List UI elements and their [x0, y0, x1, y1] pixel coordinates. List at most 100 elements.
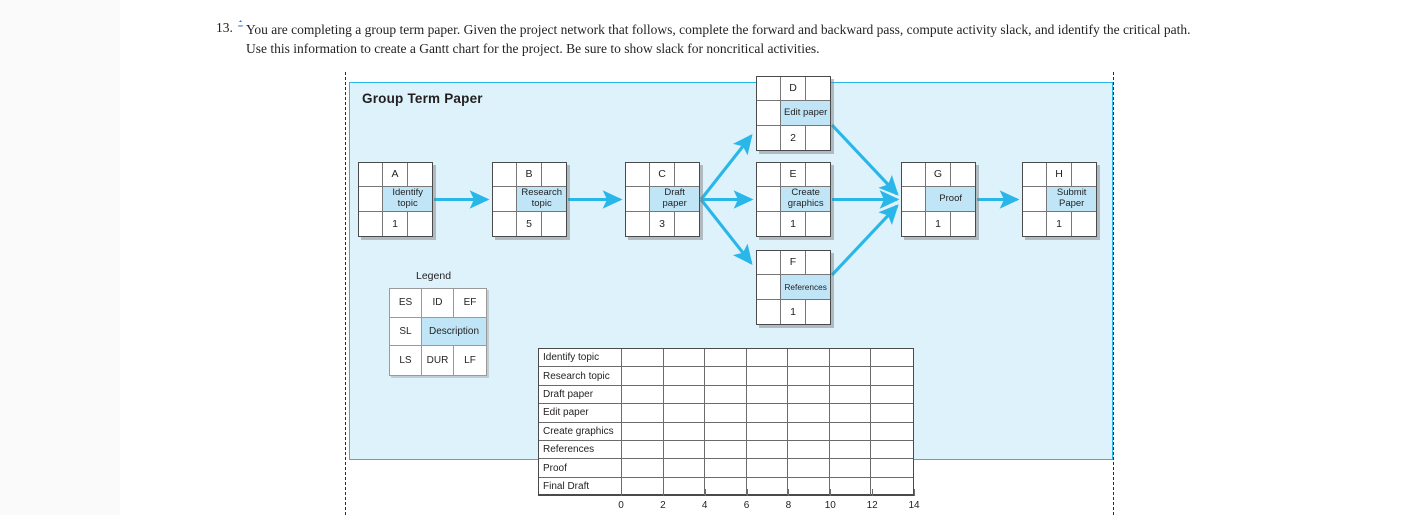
- activity-node-f[interactable]: F References 1: [756, 250, 831, 325]
- activity-node-e[interactable]: E Create graphics 1: [756, 162, 831, 237]
- gantt-cell[interactable]: [622, 385, 664, 405]
- question-number: 13.: [216, 20, 233, 35]
- node-a-id: A: [383, 163, 408, 188]
- gantt-cell[interactable]: [622, 367, 664, 386]
- gantt-cell[interactable]: [663, 349, 706, 368]
- gantt-row-label: Create graphics: [539, 422, 622, 441]
- gantt-cell[interactable]: [663, 385, 706, 405]
- node-d-dur: 2: [781, 125, 806, 150]
- gantt-cell[interactable]: [622, 404, 664, 423]
- node-h-dur: 1: [1047, 211, 1072, 236]
- node-d-es: [757, 77, 782, 102]
- node-c-ef: [674, 163, 699, 188]
- gantt-cell[interactable]: [829, 422, 872, 441]
- gantt-cell[interactable]: [622, 349, 664, 368]
- gantt-cell[interactable]: [622, 459, 664, 478]
- gantt-axis-tick: [872, 489, 874, 496]
- gantt-cell[interactable]: [871, 367, 913, 386]
- gantt-cell[interactable]: [871, 423, 913, 441]
- gantt-cell[interactable]: [705, 349, 747, 368]
- node-g-ef: [950, 163, 975, 188]
- gantt-row-label: Identify topic: [539, 349, 622, 368]
- gantt-cell[interactable]: [871, 459, 913, 478]
- gantt-cell[interactable]: [746, 404, 789, 423]
- gantt-cell[interactable]: [746, 349, 789, 368]
- gantt-axis-tick-label: 0: [618, 500, 624, 511]
- node-c-es: [626, 163, 651, 188]
- activity-node-g[interactable]: G Proof 1: [901, 162, 976, 237]
- gantt-cell[interactable]: [829, 367, 872, 386]
- gantt-cell[interactable]: [871, 404, 913, 423]
- activity-node-d[interactable]: D Edit paper 2: [756, 76, 831, 151]
- gantt-cell[interactable]: [622, 477, 664, 497]
- gantt-axis-tick-label: 14: [908, 500, 920, 511]
- gantt-row-label: Edit paper: [539, 404, 622, 423]
- gantt-cell[interactable]: [622, 440, 664, 460]
- gantt-cell[interactable]: [705, 477, 747, 497]
- gantt-cell[interactable]: [788, 404, 830, 423]
- gantt-cell[interactable]: [663, 459, 706, 478]
- gantt-cell[interactable]: [871, 478, 913, 496]
- activity-node-a[interactable]: A Identify topic 1: [358, 162, 433, 237]
- gantt-cell[interactable]: [746, 422, 789, 441]
- gantt-cell[interactable]: [705, 459, 747, 478]
- gantt-cell[interactable]: [788, 422, 830, 441]
- gantt-cell[interactable]: [788, 459, 830, 478]
- gantt-cell[interactable]: [829, 404, 872, 423]
- gantt-cell[interactable]: [829, 385, 872, 405]
- gantt-cell[interactable]: [746, 367, 789, 386]
- node-e-es: [757, 163, 782, 188]
- gantt-cell[interactable]: [829, 349, 872, 368]
- node-f-ef: [805, 251, 830, 276]
- gantt-cell[interactable]: [705, 422, 747, 441]
- node-b-sl: [493, 187, 518, 212]
- gantt-axis-tick-label: 12: [866, 500, 878, 511]
- activity-node-b[interactable]: B Research topic 5: [492, 162, 567, 237]
- gantt-axis-line: [538, 495, 914, 496]
- gantt-cell[interactable]: [788, 440, 830, 460]
- gantt-cell[interactable]: [746, 440, 789, 460]
- gantt-cell[interactable]: [871, 386, 913, 405]
- gantt-cell[interactable]: [829, 440, 872, 460]
- node-c-ls: [626, 211, 651, 236]
- gantt-cell[interactable]: [788, 349, 830, 368]
- gantt-cell[interactable]: [829, 459, 872, 478]
- activity-node-h[interactable]: H Submit Paper 1: [1022, 162, 1097, 237]
- node-e-dur: 1: [781, 211, 806, 236]
- gantt-cell[interactable]: [830, 477, 872, 497]
- node-g-es: [902, 163, 927, 188]
- gantt-cell[interactable]: [788, 477, 830, 497]
- legend-dur: DUR: [422, 346, 454, 375]
- gantt-cell[interactable]: [747, 477, 789, 497]
- gantt-cell[interactable]: [663, 422, 706, 441]
- node-d-sl: [757, 101, 782, 126]
- gantt-cell[interactable]: [705, 404, 747, 423]
- node-h-id: H: [1047, 163, 1072, 188]
- node-h-ls: [1023, 211, 1048, 236]
- gantt-cell[interactable]: [663, 440, 706, 460]
- gantt-cell[interactable]: [788, 385, 830, 405]
- node-e-sl: [757, 187, 782, 212]
- legend-ls: LS: [390, 346, 422, 375]
- activity-node-c[interactable]: C Draft paper 3: [625, 162, 700, 237]
- gantt-cell[interactable]: [871, 441, 913, 460]
- gantt-cell[interactable]: [705, 367, 747, 386]
- node-h-ef: [1071, 163, 1096, 188]
- footnote-marker-icon: [238, 20, 243, 27]
- gantt-cell[interactable]: [663, 404, 706, 423]
- node-c-id: C: [650, 163, 675, 188]
- gantt-cell[interactable]: [746, 459, 789, 478]
- gantt-cell[interactable]: [664, 477, 706, 497]
- gantt-cell[interactable]: [705, 440, 747, 460]
- gantt-cell[interactable]: [622, 422, 664, 441]
- gantt-cell[interactable]: [788, 367, 830, 386]
- gantt-cell[interactable]: [705, 385, 747, 405]
- question-text: You are completing a group term paper. G…: [246, 22, 1191, 56]
- gantt-cell[interactable]: [663, 367, 706, 386]
- gantt-cell[interactable]: [746, 385, 789, 405]
- gantt-row-label: Draft paper: [539, 385, 622, 405]
- gantt-cell[interactable]: [871, 349, 913, 368]
- node-e-ef: [805, 163, 830, 188]
- legend-desc: Description: [422, 317, 486, 347]
